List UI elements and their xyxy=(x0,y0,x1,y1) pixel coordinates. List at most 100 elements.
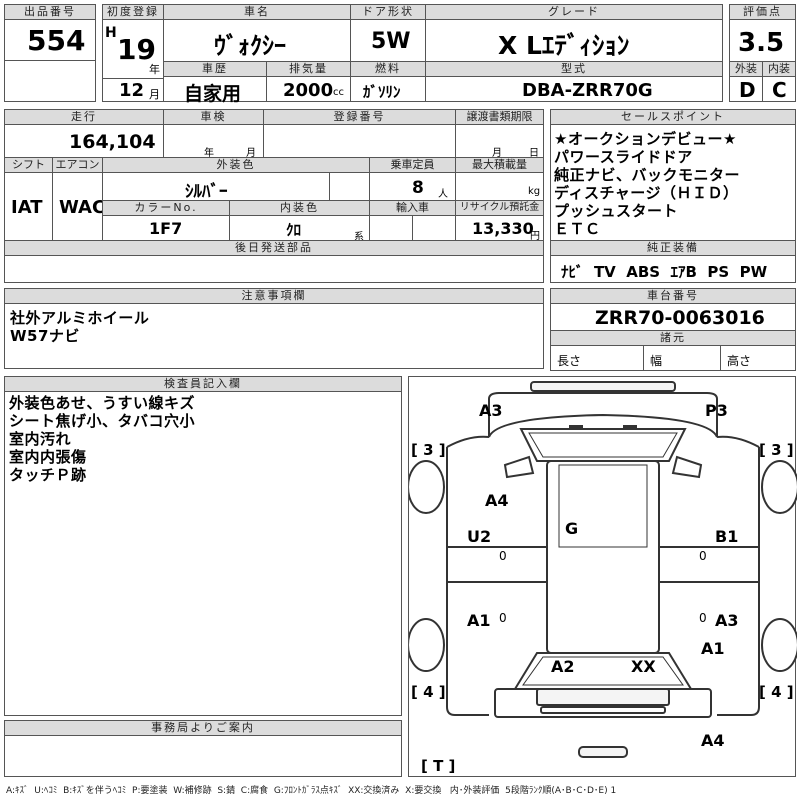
reg-year: 19 xyxy=(117,33,156,66)
shift-value: IAT xyxy=(11,197,43,218)
color-no-label: カラーNo. xyxy=(102,200,230,216)
grade-box: X Lｴﾃﾞｨｼｮﾝ xyxy=(425,19,723,62)
door-label: ドア形状 xyxy=(350,4,426,20)
damage-xx-rear: XX xyxy=(631,657,656,676)
sales-point-item: ★オークションデビュー★ xyxy=(554,130,737,148)
inspector-line: シート焦げ小、タバコ穴小 xyxy=(9,412,196,430)
inspection-box: 年 月 xyxy=(163,124,264,159)
recycle-unit: 円 xyxy=(530,231,540,242)
grade-value: X Lｴﾃﾞｨｼｮﾝ xyxy=(498,31,630,60)
displacement-unit: cc xyxy=(333,87,344,98)
int-color-label: 内装色 xyxy=(229,200,370,216)
car-name-label: 車名 xyxy=(163,4,351,20)
damage-a3-front-left: A3 xyxy=(479,401,503,420)
model-value: DBA-ZRR70G xyxy=(522,80,653,101)
equipment-box: ﾅﾋﾞ TV ABS ｴｱB PS PW xyxy=(550,255,796,283)
width-box: 幅 xyxy=(643,345,721,371)
inspector-box: 外装色あせ、うすい線キズ シート焦げ小、タバコ穴小 室内汚れ 室内内張傷 タッチ… xyxy=(4,391,402,716)
chassis-number: ZRR70-0063016 xyxy=(595,307,765,329)
era: H xyxy=(105,25,117,41)
import-box-2 xyxy=(412,215,456,241)
shift-label: シフト xyxy=(4,157,53,173)
car-name: ｳﾞｫｸｼｰ xyxy=(214,32,286,60)
displacement-value: 2000 xyxy=(283,80,334,101)
displacement-box: 2000 cc xyxy=(266,76,351,102)
capacity-unit: 人 xyxy=(438,189,448,200)
payload-box: kg xyxy=(455,172,544,201)
ac-value: WAC xyxy=(59,197,106,218)
damage-u2-left: U2 xyxy=(467,527,492,546)
damage-b1-right: B1 xyxy=(715,527,739,546)
width-label: 幅 xyxy=(650,354,663,368)
sales-points-list: ★オークションデビュー★ パワースライドドア 純正ナビ、バックモニター ディスチ… xyxy=(554,130,740,238)
reg-month: 12 xyxy=(119,80,145,101)
insp-year-unit: 年 xyxy=(204,148,214,159)
color-no-box: 1F7 xyxy=(102,215,230,241)
payload-label: 最大積載量 xyxy=(455,157,544,173)
panel-zero-mark: 0 xyxy=(699,611,707,625)
later-parts-label: 後日発送部品 xyxy=(4,240,544,256)
inspector-line: 室内内張傷 xyxy=(9,448,87,466)
history-value: 自家用 xyxy=(184,83,242,105)
inspector-label: 検査員記入欄 xyxy=(4,376,402,392)
damage-a1-left-rear: A1 xyxy=(467,611,491,630)
panel-zero-mark: 0 xyxy=(499,611,507,625)
car-name-box: ｳﾞｫｸｼｰ xyxy=(163,19,351,62)
note-line: 社外アルミホイール xyxy=(10,309,150,327)
tire-rear-left: [ 4 ] xyxy=(411,683,446,701)
recycle-box: 13,330 円 xyxy=(455,215,544,242)
inspector-notes: 外装色あせ、うすい線キズ シート焦げ小、タバコ穴小 室内汚れ 室内内張傷 タッチ… xyxy=(9,394,195,484)
mileage-label: 走行 xyxy=(4,109,164,125)
inspection-label: 車検 xyxy=(163,109,264,125)
color-extra-box xyxy=(329,172,370,201)
reg-month-box: 12 月 xyxy=(102,78,164,102)
ext-grade-label: 外装 xyxy=(729,61,763,77)
transfer-month-unit: 月 xyxy=(492,148,502,159)
sales-point-item: パワースライドドア xyxy=(554,148,693,166)
insp-month-unit: 月 xyxy=(246,148,256,159)
sales-points-box: ★オークションデビュー★ パワースライドドア 純正ナビ、バックモニター ディスチ… xyxy=(550,124,796,241)
int-grade: C xyxy=(772,78,787,102)
specs-label: 諸元 xyxy=(550,330,796,346)
equipment-label: 純正装備 xyxy=(550,240,796,256)
model-label: 型式 xyxy=(425,61,723,77)
color-value: ｼﾙﾊﾞｰ xyxy=(185,182,228,202)
damage-a1-right-quarter: A1 xyxy=(701,639,725,658)
length-box: 長さ xyxy=(550,345,644,371)
int-color-box: ｸﾛ 系 xyxy=(229,215,370,243)
lot-number-box: 554 xyxy=(4,19,96,61)
sales-point-item: 純正ナビ、バックモニター xyxy=(554,166,741,184)
year-unit: 年 xyxy=(149,63,160,76)
panel-zero-mark: 0 xyxy=(699,549,707,563)
first-reg-box: H 19 年 xyxy=(102,19,164,79)
office-box xyxy=(4,735,402,777)
color-box: ｼﾙﾊﾞｰ xyxy=(102,172,330,202)
history-box: 自家用 xyxy=(163,76,267,105)
history-label: 車歴 xyxy=(163,61,267,77)
score-value: 3.5 xyxy=(738,28,785,58)
sales-point-item: ＥＴＣ xyxy=(554,220,601,238)
notes-label: 注意事項欄 xyxy=(4,288,544,304)
inspector-line: 外装色あせ、うすい線キズ xyxy=(9,394,196,412)
door-value: 5W xyxy=(371,29,411,54)
first-reg-label: 初度登録 xyxy=(102,4,164,20)
mileage-box: 164,104 km xyxy=(4,124,195,158)
notes-list: 社外アルミホイール W57ナビ xyxy=(10,309,149,345)
car-diagram-panel: A3 P3 A4 G U2 B1 A1 A3 A1 A2 XX A4 0 0 0… xyxy=(408,376,797,777)
payload-unit: kg xyxy=(528,186,541,197)
inspector-line: 室内汚れ xyxy=(9,430,72,448)
fuel-value: ｶﾞｿﾘﾝ xyxy=(363,83,401,101)
fuel-label: 燃料 xyxy=(350,61,426,77)
tire-front-left: [ 3 ] xyxy=(411,441,446,459)
grade-label: グレード xyxy=(425,4,723,20)
damage-a2-rear-left: A2 xyxy=(551,657,575,676)
model-box: DBA-ZRR70G xyxy=(425,76,723,102)
shift-box: IAT xyxy=(4,172,53,241)
int-grade-label: 内装 xyxy=(762,61,796,77)
inspector-line: タッチＰ跡 xyxy=(9,466,87,484)
score-label: 評価点 xyxy=(729,4,796,20)
damage-g-windshield: G xyxy=(565,519,579,538)
import-box-1 xyxy=(369,215,413,241)
reg-number-box xyxy=(263,124,456,158)
car-body-diagram xyxy=(409,381,797,758)
